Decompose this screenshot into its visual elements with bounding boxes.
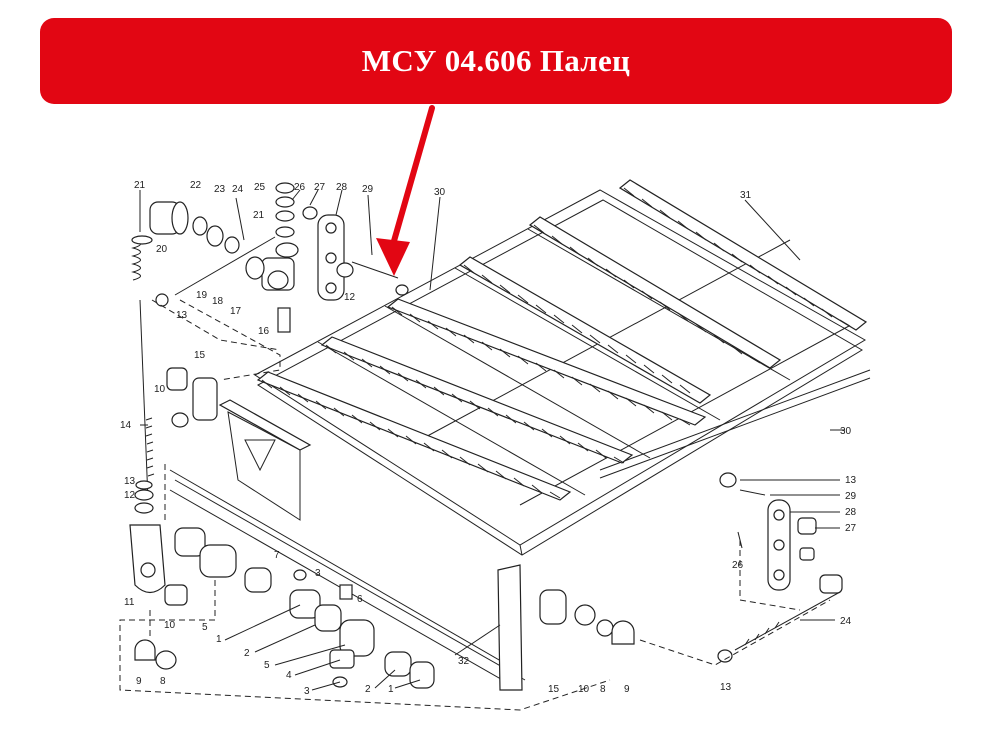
callout-28: 28 — [336, 182, 348, 193]
callout-2b: 2 — [365, 684, 371, 695]
callout-numbers: 21 22 23 24 25 26 27 28 29 30 31 20 21 1… — [120, 180, 857, 697]
callout-6: 6 — [357, 594, 363, 605]
left-drive-assembly — [129, 182, 409, 670]
callout-16: 16 — [258, 326, 270, 337]
finger-row — [320, 336, 634, 464]
callout-12: 12 — [344, 292, 356, 303]
callout-17: 17 — [230, 306, 242, 317]
callout-13d: 13 — [845, 475, 857, 486]
callout-30: 30 — [434, 187, 446, 198]
finger-rows — [256, 179, 868, 501]
callout-13: 13 — [176, 310, 188, 321]
callout-26b: 26 — [732, 560, 744, 571]
callout-24: 24 — [232, 184, 244, 195]
callout-32: 32 — [458, 656, 470, 667]
callout-8b: 8 — [600, 684, 606, 695]
callout-9b: 9 — [624, 684, 630, 695]
callout-13c: 13 — [720, 682, 732, 693]
callout-2: 2 — [244, 648, 250, 659]
callout-24b: 24 — [840, 616, 852, 627]
callout-5b: 5 — [264, 660, 270, 671]
callout-3b: 3 — [304, 686, 310, 697]
right-drive-assembly — [717, 472, 843, 663]
callout-22: 22 — [190, 180, 202, 191]
callout-1b: 1 — [388, 684, 394, 695]
callout-31: 31 — [740, 190, 752, 201]
callout-21: 21 — [134, 180, 146, 191]
finger-row — [528, 216, 782, 369]
callout-15b: 15 — [548, 684, 560, 695]
callout-4: 4 — [286, 670, 292, 681]
callout-23: 23 — [214, 184, 226, 195]
callout-9: 9 — [136, 676, 142, 687]
title-banner: МСУ 04.606 Палец — [40, 18, 952, 104]
callout-28b: 28 — [845, 507, 857, 518]
callout-5: 5 — [202, 622, 208, 633]
callout-30b: 30 — [840, 426, 852, 437]
finger-row — [618, 179, 868, 331]
pointer-arrow — [376, 105, 435, 276]
callout-15: 15 — [194, 350, 206, 361]
callout-10: 10 — [154, 384, 166, 395]
callout-7: 7 — [274, 550, 280, 561]
callout-18: 18 — [212, 296, 224, 307]
callout-10c: 10 — [578, 684, 590, 695]
callout-1: 1 — [216, 634, 222, 645]
banner-title: МСУ 04.606 Палец — [361, 43, 631, 78]
finger-row — [458, 256, 712, 404]
callout-27: 27 — [314, 182, 326, 193]
leader-lines — [139, 189, 845, 691]
callout-14: 14 — [120, 420, 132, 431]
callout-27b: 27 — [845, 523, 857, 534]
callout-10b: 10 — [164, 620, 176, 631]
callout-11: 11 — [124, 597, 135, 608]
finger-row — [256, 371, 572, 501]
callout-3: 3 — [315, 568, 321, 579]
callout-29b: 29 — [845, 491, 857, 502]
callout-26: 26 — [294, 182, 306, 193]
main-shaft — [169, 399, 635, 691]
callout-25: 25 — [254, 182, 266, 193]
callout-13b: 13 — [124, 476, 136, 487]
callout-8: 8 — [160, 676, 166, 687]
finger-row — [386, 298, 707, 426]
dashed-guides — [119, 299, 831, 711]
callout-29: 29 — [362, 184, 374, 195]
callout-21b: 21 — [253, 210, 265, 221]
callout-19: 19 — [196, 290, 208, 301]
callout-20: 20 — [156, 244, 168, 255]
callout-12b: 12 — [124, 490, 136, 501]
